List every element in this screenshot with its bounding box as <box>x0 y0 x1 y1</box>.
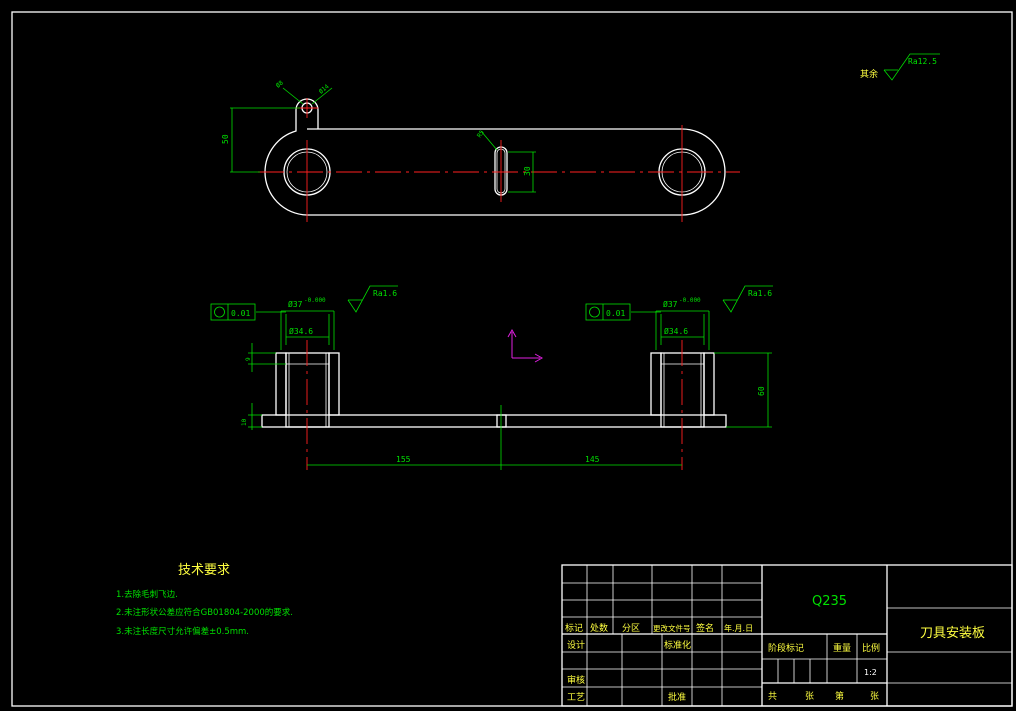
dim-d346-left: Ø34.6 <box>289 326 313 336</box>
tb-weight: 重量 <box>833 642 851 654</box>
tb-sheet2: 张 <box>870 691 879 702</box>
tb-material: Q235 <box>812 594 847 609</box>
general-roughness-label: 其余 <box>860 68 878 80</box>
title-block: 标记 处数 分区 更改文件号 签名 年.月.日 设计 标准化 审核 工艺 批准 … <box>561 564 1013 707</box>
tb-part-name: 刀具安装板 <box>920 626 985 641</box>
tb-review: 审核 <box>567 674 585 686</box>
tb-sign: 签名 <box>696 622 714 634</box>
tech-requirements: 技术要求 1.去除毛刺飞边. 2.未注形状公差应符合GB01804-2000的要… <box>116 563 293 637</box>
dim-d346-right: Ø34.6 <box>664 326 688 336</box>
geo-tol-right-value: 0.01 <box>606 309 625 318</box>
tech-item-2: 2.未注形状公差应符合GB01804-2000的要求. <box>116 607 293 618</box>
tb-scale-label: 比例 <box>862 642 880 654</box>
ucs-icon <box>507 328 544 363</box>
geo-tol-left <box>210 303 256 321</box>
dim-145: 145 <box>585 455 600 464</box>
tb-design: 设计 <box>567 639 585 651</box>
dim-30: 30 <box>523 166 532 176</box>
geo-tol-right <box>585 303 631 321</box>
tol-right: -0.000 <box>679 297 701 304</box>
dim-9: 9 <box>245 357 252 361</box>
tb-mark: 标记 <box>565 622 583 634</box>
dim-r5: R5 <box>476 129 486 139</box>
tech-title: 技术要求 <box>178 563 230 578</box>
tb-total: 共 <box>768 691 777 702</box>
tb-change-doc: 更改文件号 <box>653 623 691 633</box>
right-bore <box>660 352 705 428</box>
base-plate <box>261 414 727 428</box>
dim-155: 155 <box>396 455 411 464</box>
dim-d37-left: Ø37 <box>288 299 303 309</box>
top-view: 50 Ø8 Ø14 R5 30 <box>221 79 740 222</box>
tb-sheets: 张 <box>805 691 814 702</box>
dim-d14: Ø14 <box>318 83 331 96</box>
roughness-left: Ra1.6 <box>373 289 397 298</box>
tb-no: 第 <box>835 690 844 702</box>
section-view: Ø34.6 Ø37 -0.000 0.01 Ra1.6 Ø34.6 Ø37 -0… <box>210 285 773 470</box>
tb-standard: 标准化 <box>664 639 691 651</box>
tech-item-1: 1.去除毛刺飞边. <box>116 589 178 600</box>
tb-approve: 批准 <box>668 691 686 703</box>
dim-d37-right: Ø37 <box>663 299 678 309</box>
tb-date: 年.月.日 <box>724 623 753 633</box>
dim-d8: Ø8 <box>275 79 285 89</box>
dim-50: 50 <box>221 134 230 144</box>
tol-left: -0.000 <box>304 297 326 304</box>
tb-count: 处数 <box>590 622 608 634</box>
general-roughness: 其余 Ra12.5 <box>860 53 940 81</box>
tb-process: 工艺 <box>567 692 585 703</box>
tech-item-3: 3.未注长度尺寸允许偏差±0.5mm. <box>116 626 249 637</box>
left-bore <box>285 352 330 428</box>
tb-zone: 分区 <box>622 623 640 634</box>
dim-10: 10 <box>241 418 248 426</box>
general-roughness-value: Ra12.5 <box>908 57 937 66</box>
roughness-right: Ra1.6 <box>748 289 772 298</box>
tb-stage-mark: 阶段标记 <box>768 642 804 654</box>
geo-tol-left-value: 0.01 <box>231 309 250 318</box>
tb-scale-value: 1:2 <box>864 668 877 677</box>
dim-60: 60 <box>757 386 766 396</box>
drawing-frame <box>11 11 1013 707</box>
